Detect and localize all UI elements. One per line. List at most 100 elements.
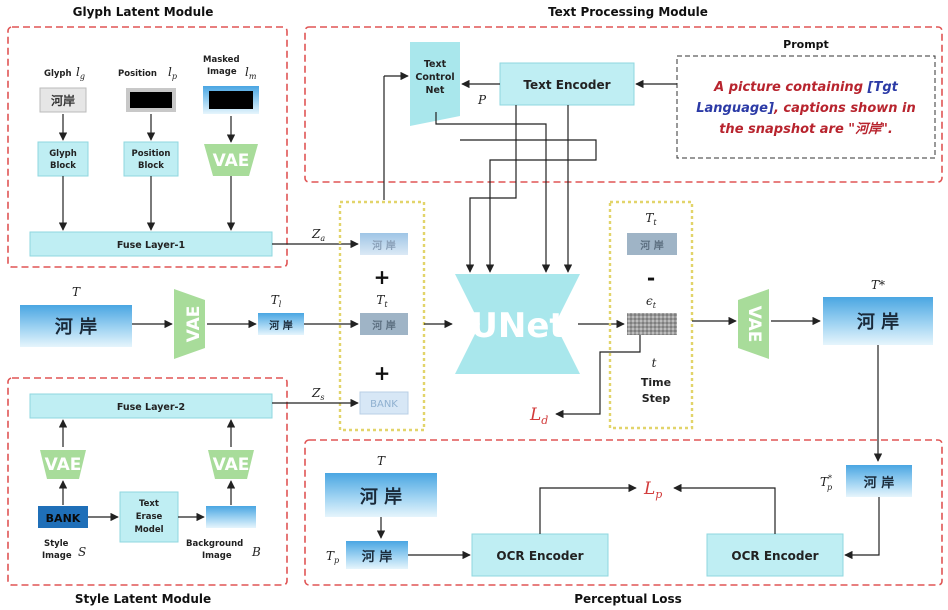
t-step-symbol: t <box>652 356 657 370</box>
tp-image-text: 河 岸 <box>362 549 393 565</box>
text-control-net <box>410 42 460 126</box>
output-image-text: 河 岸 <box>857 311 899 333</box>
fuse-layer-1 <box>29 231 273 257</box>
style-image-label-2: Image <box>42 551 72 561</box>
style-vae-block <box>40 450 86 479</box>
encoder-vae-block <box>174 289 205 359</box>
background-image <box>206 506 256 528</box>
background-label-2: Image <box>202 551 232 561</box>
zs-symbol: Zs <box>311 386 324 402</box>
tl-image <box>258 313 304 335</box>
lp-symbol: Lp <box>643 479 662 501</box>
eps-symbol: ϵt <box>646 294 657 310</box>
glyph-vae-block <box>204 144 258 176</box>
tps-symbol: T*p <box>820 474 832 492</box>
input-image-text: 河 岸 <box>55 316 97 338</box>
arrow-ocr-right-to-lp <box>673 483 776 534</box>
masked-image-label-line1: Masked <box>203 55 240 65</box>
fuse-layer-2-label: Fuse Layer-2 <box>117 402 185 413</box>
p-symbol: P <box>477 93 487 107</box>
position-mask <box>130 92 172 108</box>
tt-image-left <box>360 313 408 335</box>
encoder-vae-label: VAE <box>184 306 204 343</box>
ocr-encoder-left-label: OCR Encoder <box>496 549 583 563</box>
text-encoder-label: Text Encoder <box>523 78 610 92</box>
time-step-label-1: Time <box>641 376 671 389</box>
b-symbol: B <box>251 545 261 559</box>
plus-1: + <box>374 265 391 289</box>
decoder-vae-block <box>738 289 769 359</box>
tp-image <box>346 541 408 569</box>
arrow-eps-to-ld <box>555 335 641 419</box>
tt-symbol-left: Tt <box>376 293 388 309</box>
tps-image <box>846 465 912 497</box>
tl-image-text: 河 岸 <box>269 319 292 332</box>
text-control-net-label-1: Text <box>424 59 447 70</box>
tt-image-right <box>627 233 677 255</box>
perceptual-loss-border <box>304 439 943 586</box>
perceptual-input-image <box>325 473 437 517</box>
t-symbol-perceptual: T <box>377 454 386 468</box>
text-control-net-label-3: Net <box>426 85 445 96</box>
tt-image-left-text: 河 岸 <box>372 319 395 332</box>
glyph-latent-module-title: Glyph Latent Module <box>73 5 214 19</box>
tt-symbol-right: Tt <box>645 211 657 227</box>
unet-block <box>455 274 580 374</box>
loss-dotted-box <box>608 200 694 430</box>
minus-sign: - <box>647 266 655 290</box>
text-processing-module-title: Text Processing Module <box>548 5 708 19</box>
bank-image-latent <box>359 391 409 415</box>
fuse-layer-2 <box>29 393 273 419</box>
style-vae-label: VAE <box>45 455 82 475</box>
ld-symbol: Ld <box>529 405 548 427</box>
masked-image-label-line2: Image <box>207 67 237 77</box>
masked-image-symbol: lm <box>245 65 257 81</box>
glyph-input-label: Glyph <box>44 69 72 79</box>
prompt-line-2: Language], captions shown in <box>696 101 916 116</box>
text-processing-module-border <box>304 26 943 183</box>
perceptual-loss-title: Perceptual Loss <box>574 592 682 606</box>
arrow-ocr-left-to-lp <box>539 483 637 534</box>
fuse-layer-1-label: Fuse Layer-1 <box>117 240 185 251</box>
arrow-tcn-to-unet-b <box>460 139 597 273</box>
glyph-block-label-1: Glyph <box>49 149 77 159</box>
style-image-text: BANK <box>46 512 81 525</box>
ocr-encoder-right <box>706 533 844 577</box>
input-image <box>20 305 132 347</box>
latent-input-dotted-box <box>338 200 426 432</box>
tps-image-text: 河 岸 <box>864 475 895 491</box>
text-erase-label-2: Erase <box>136 512 163 522</box>
za-image-text: 河 岸 <box>372 239 395 252</box>
time-step-label-2: Step <box>642 392 671 405</box>
position-input-label: Position <box>118 69 157 79</box>
position-block-label-2: Block <box>138 161 164 171</box>
position-input-symbol: lp <box>168 65 177 81</box>
glyph-latent-module-border <box>7 26 288 268</box>
style-latent-module-border <box>7 377 288 586</box>
ocr-encoder-right-label: OCR Encoder <box>731 549 818 563</box>
glyph-image-text: 河岸 <box>50 93 75 108</box>
background-vae-label: VAE <box>213 455 250 475</box>
tp-symbol: Tp <box>326 549 339 565</box>
glyph-input-symbol: lg <box>76 65 85 81</box>
t-symbol-input: T <box>72 285 81 299</box>
style-image-label-1: Style <box>44 539 69 549</box>
prompt-line-3: the snapshot are "河岸". <box>719 121 893 137</box>
glyph-vae-label: VAE <box>213 151 250 171</box>
tstar-symbol: T* <box>871 278 885 292</box>
za-symbol: Za <box>311 227 325 243</box>
za-image <box>360 233 408 255</box>
arrow-tcn-to-unet-a <box>435 112 551 273</box>
decoder-vae-label: VAE <box>744 306 764 343</box>
plus-2: + <box>374 361 391 385</box>
glyph-image <box>39 87 87 113</box>
text-erase-label-1: Text <box>139 499 159 509</box>
masked-image-mask <box>209 91 253 109</box>
text-encoder <box>499 62 635 106</box>
style-image <box>38 506 88 528</box>
background-vae-block <box>208 450 254 479</box>
tl-symbol: Tl <box>271 293 282 309</box>
prompt-box <box>676 55 936 159</box>
noise-image <box>627 313 677 335</box>
